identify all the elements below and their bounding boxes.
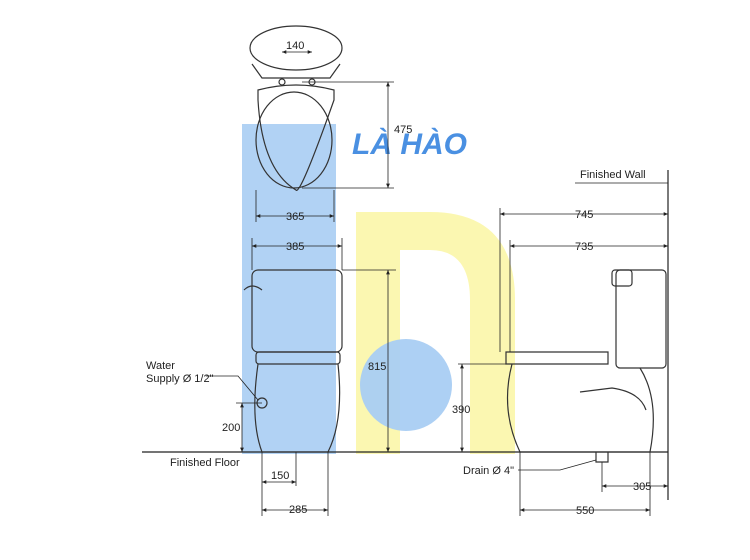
dim-depth-wall-2: 735 (575, 241, 593, 253)
dim-base-width: 285 (289, 504, 307, 516)
toilet-front-view (243, 269, 343, 453)
seat-cover-top-view (249, 25, 343, 191)
dim-total-height: 815 (368, 361, 386, 373)
water-supply-label-line2: Supply Ø 1/2" (146, 373, 214, 385)
dim-rough-in: 305 (633, 481, 651, 493)
dim-seat-width: 365 (286, 211, 304, 223)
dimension-labels: 140 475 365 385 815 390 200 150 285 745 … (222, 40, 651, 517)
dim-seat-height: 390 (452, 404, 470, 416)
water-supply-label-line1: Water (146, 360, 175, 372)
dim-base-depth: 550 (576, 505, 594, 517)
drain-label: Drain Ø 4" (463, 465, 514, 477)
dim-hole-spacing: 140 (286, 40, 304, 52)
watermark-blue-circle (360, 339, 452, 431)
dim-supply-offset: 150 (271, 470, 289, 482)
dim-depth-wall-1: 745 (575, 209, 593, 221)
finished-floor-label: Finished Floor (170, 457, 240, 469)
toilet-side-view (505, 269, 667, 463)
dim-supply-height: 200 (222, 422, 240, 434)
watermark-brand-text: LÀ HÀO (352, 127, 467, 161)
finished-wall-label: Finished Wall (580, 169, 646, 181)
dimension-lines (206, 50, 668, 516)
dim-tank-width: 385 (286, 241, 304, 253)
watermark-logo: LÀ HÀO (242, 124, 515, 454)
dim-seat-length: 475 (394, 124, 412, 136)
